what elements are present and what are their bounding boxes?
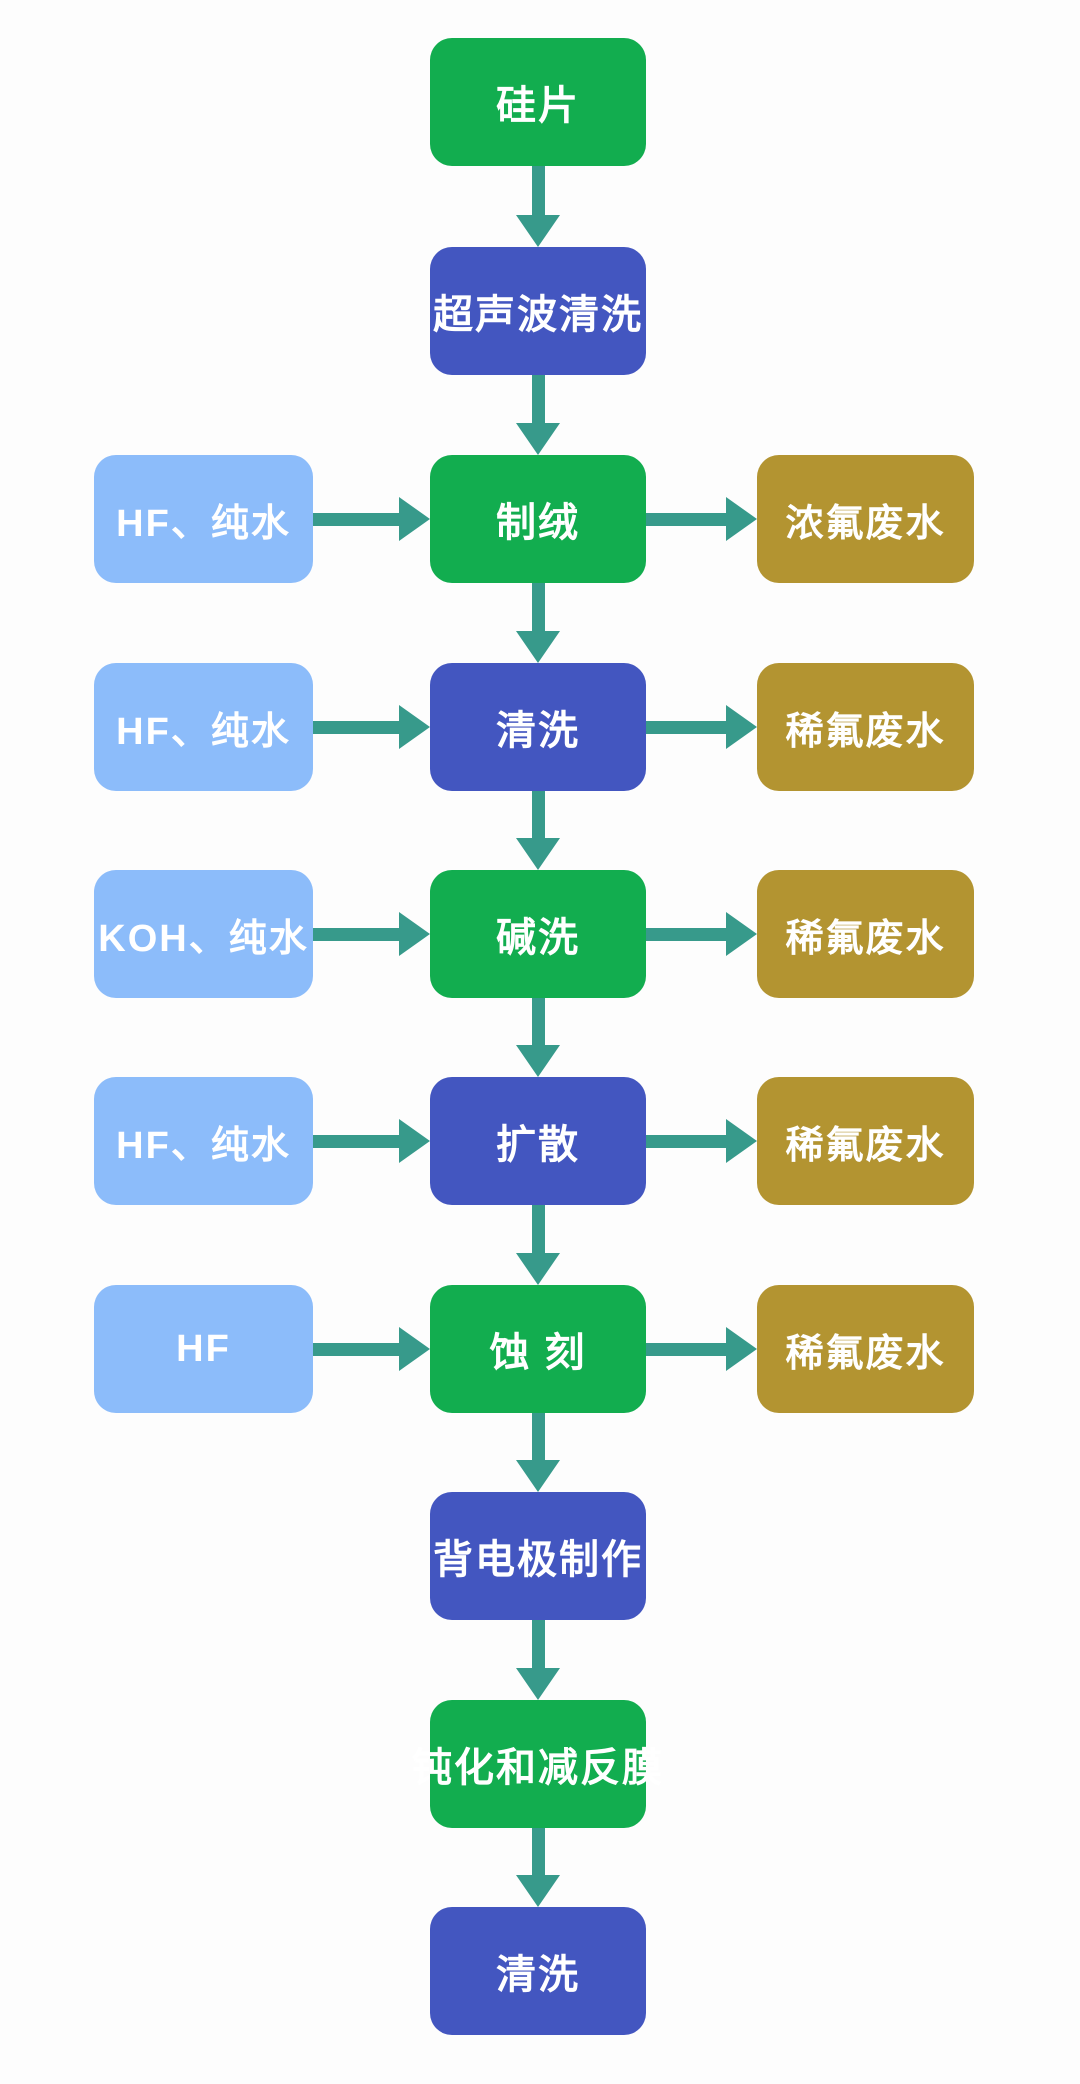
arrow-head	[399, 1327, 430, 1371]
arrow-head	[516, 1875, 560, 1907]
arrow-stem	[646, 512, 726, 526]
node-etching: 蚀 刻	[430, 1285, 646, 1413]
arrow-right-icon	[646, 705, 757, 749]
arrow-right-icon	[313, 1327, 430, 1371]
arrow-head	[726, 497, 757, 541]
arrow-stem	[313, 512, 399, 526]
arrow-stem	[531, 1413, 545, 1460]
arrow-right-icon	[313, 705, 430, 749]
arrow-stem	[531, 583, 545, 631]
arrow-down-icon	[516, 583, 560, 663]
input-hf-pure-water-diffusion: HF、纯水	[94, 1077, 313, 1205]
node-ultrasonic-cleaning: 超声波清洗	[430, 247, 646, 375]
arrow-right-icon	[313, 1119, 430, 1163]
arrow-down-icon	[516, 166, 560, 247]
arrow-head	[726, 1119, 757, 1163]
node-passivation-ar-film: 钝化和减反膜	[412, 1700, 662, 1828]
arrow-stem	[646, 1134, 726, 1148]
arrow-stem	[646, 1342, 726, 1356]
arrow-stem	[531, 375, 545, 423]
arrow-head	[399, 705, 430, 749]
arrow-stem	[313, 927, 399, 941]
arrow-stem	[313, 1342, 399, 1356]
arrow-down-icon	[516, 1413, 560, 1492]
arrow-head	[516, 1045, 560, 1077]
arrow-down-icon	[516, 1828, 560, 1907]
input-hf-etching: HF	[94, 1285, 313, 1413]
arrow-right-icon	[646, 497, 757, 541]
node-cleaning-1: 清洗	[430, 663, 646, 791]
waste-dilute-fluorine-1: 稀氟废水	[757, 663, 974, 791]
node-texturing: 制绒	[430, 455, 646, 583]
arrow-right-icon	[646, 1327, 757, 1371]
input-hf-pure-water-cleaning: HF、纯水	[94, 663, 313, 791]
node-final-cleaning: 清洗	[430, 1907, 646, 2035]
arrow-stem	[531, 1205, 545, 1253]
arrow-stem	[531, 1620, 545, 1668]
node-alkali-wash: 碱洗	[430, 870, 646, 998]
arrow-head	[516, 631, 560, 663]
arrow-down-icon	[516, 998, 560, 1077]
arrow-stem	[313, 720, 399, 734]
arrow-head	[399, 912, 430, 956]
arrow-head	[516, 1460, 560, 1492]
waste-concentrated-fluorine: 浓氟废水	[757, 455, 974, 583]
arrow-stem	[531, 791, 545, 838]
node-diffusion: 扩散	[430, 1077, 646, 1205]
arrow-head	[516, 1668, 560, 1700]
arrow-head	[516, 838, 560, 870]
arrow-right-icon	[313, 497, 430, 541]
arrow-down-icon	[516, 1205, 560, 1285]
arrow-head	[399, 1119, 430, 1163]
arrow-stem	[531, 1828, 545, 1875]
arrow-right-icon	[313, 912, 430, 956]
arrow-stem	[646, 720, 726, 734]
arrow-head	[726, 1327, 757, 1371]
arrow-stem	[531, 166, 545, 215]
arrow-head	[516, 215, 560, 247]
arrow-stem	[646, 927, 726, 941]
arrow-head	[516, 1253, 560, 1285]
waste-dilute-fluorine-4: 稀氟废水	[757, 1285, 974, 1413]
arrow-stem	[531, 998, 545, 1045]
waste-dilute-fluorine-2: 稀氟废水	[757, 870, 974, 998]
input-hf-pure-water-texturing: HF、纯水	[94, 455, 313, 583]
arrow-right-icon	[646, 912, 757, 956]
node-back-electrode: 背电极制作	[430, 1492, 646, 1620]
arrow-down-icon	[516, 1620, 560, 1700]
input-koh-pure-water: KOH、纯水	[94, 870, 313, 998]
arrow-head	[726, 912, 757, 956]
arrow-stem	[313, 1134, 399, 1148]
arrow-head	[726, 705, 757, 749]
arrow-right-icon	[646, 1119, 757, 1163]
arrow-down-icon	[516, 375, 560, 455]
node-silicon-wafer: 硅片	[430, 38, 646, 166]
arrow-head	[516, 423, 560, 455]
arrow-head	[399, 497, 430, 541]
arrow-down-icon	[516, 791, 560, 870]
waste-dilute-fluorine-3: 稀氟废水	[757, 1077, 974, 1205]
